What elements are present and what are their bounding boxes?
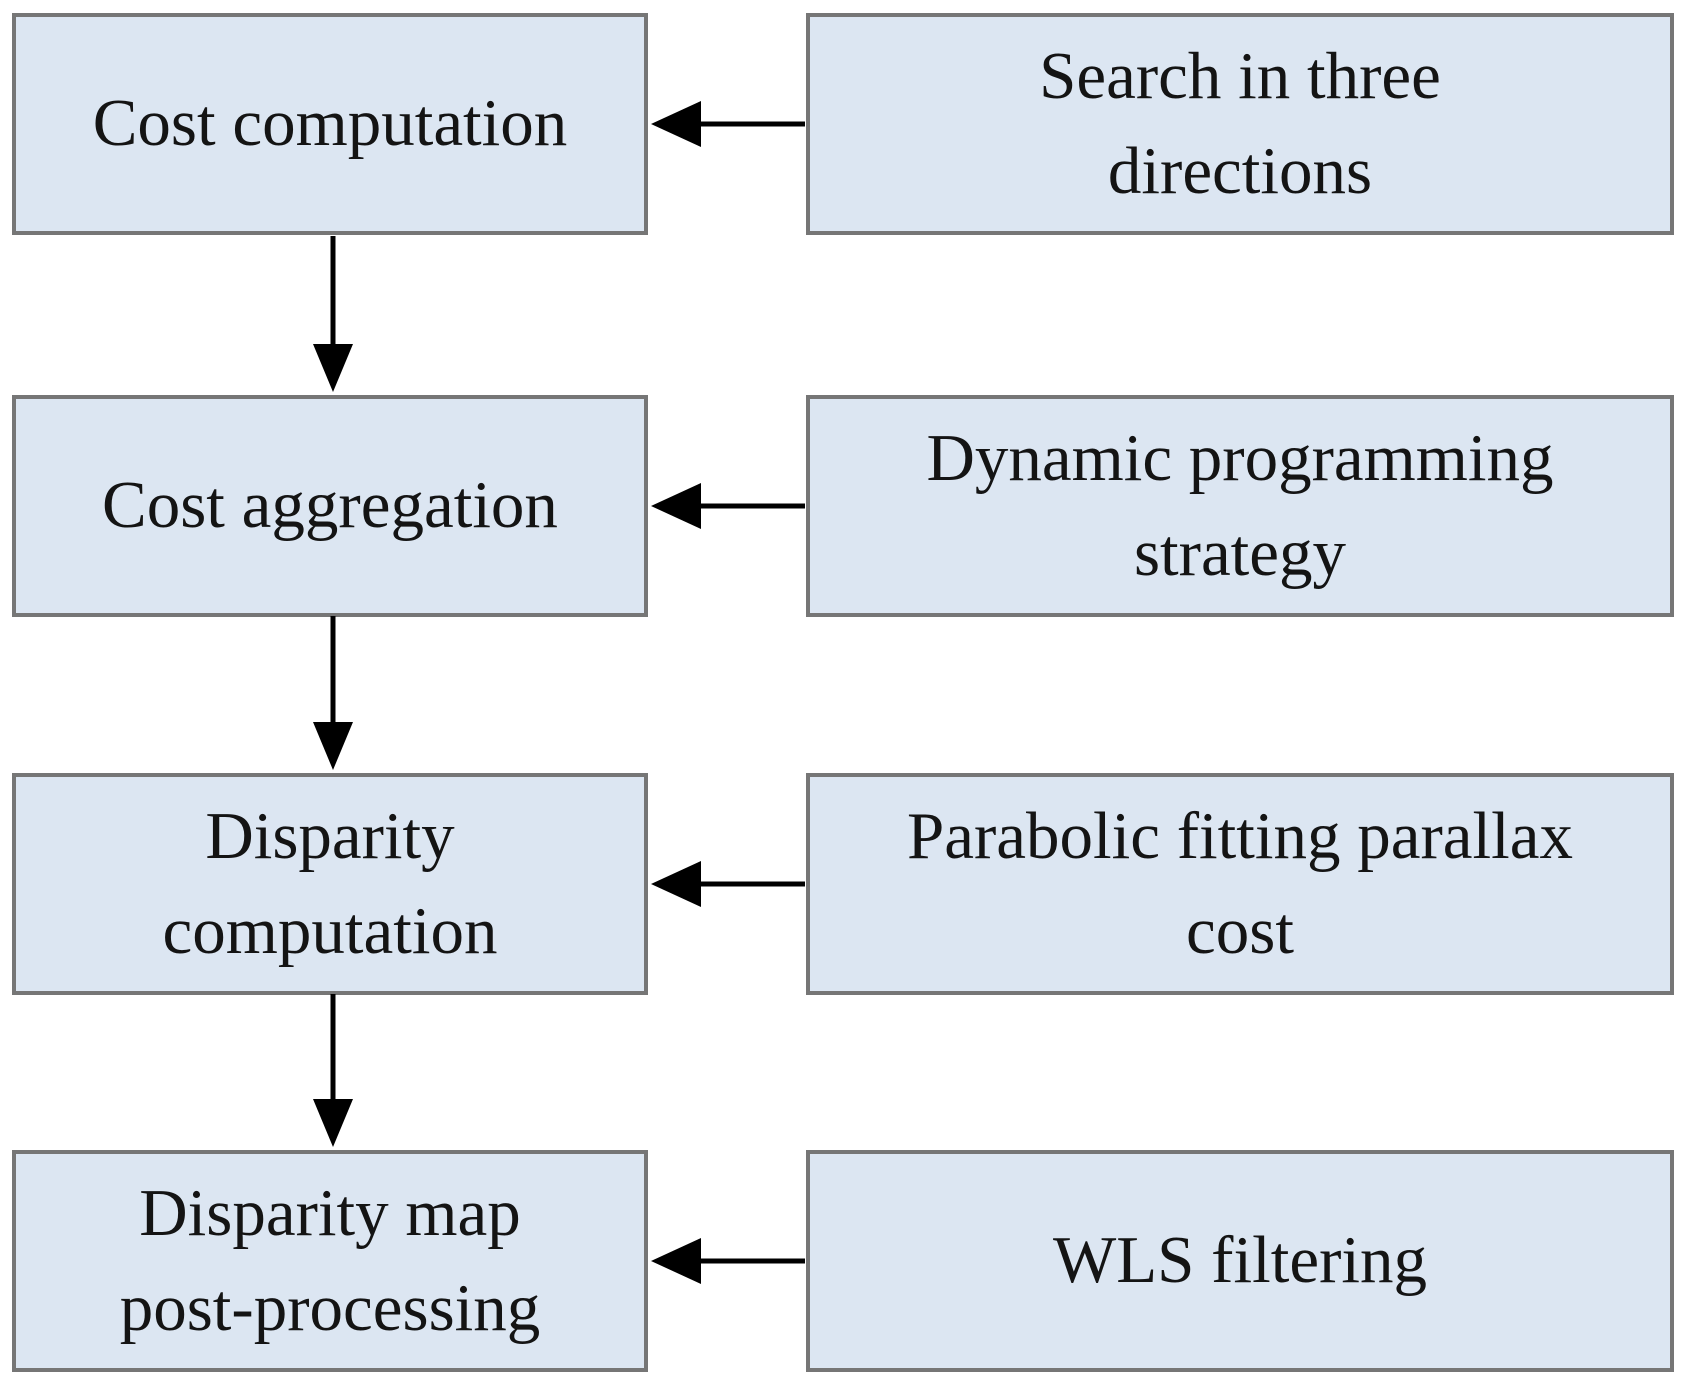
node-disparity-map-post-processing: Disparity map post-processing — [12, 1150, 648, 1372]
node-dynamic-programming-strategy: Dynamic programming strategy — [806, 395, 1674, 617]
node-label: WLS filtering — [1053, 1223, 1427, 1298]
arrow-dynamic-programming-to-cost-aggregation — [651, 483, 805, 529]
arrow-wls-filtering-to-post-processing — [651, 1238, 805, 1284]
arrow-cost-aggregation-to-disparity-computation — [313, 616, 353, 770]
arrow-search-three-directions-to-cost-computation — [651, 101, 805, 147]
node-wls-filtering: WLS filtering — [806, 1150, 1674, 1372]
arrow-parabolic-fitting-to-disparity-computation — [651, 861, 805, 907]
arrow-disparity-computation-to-post-processing — [313, 994, 353, 1147]
node-label: Cost aggregation — [102, 468, 558, 543]
node-label: Disparity computation — [162, 798, 498, 968]
node-label: Dynamic programming strategy — [926, 420, 1554, 590]
arrow-cost-computation-to-cost-aggregation — [313, 236, 353, 392]
node-cost-aggregation: Cost aggregation — [12, 395, 648, 617]
node-cost-computation: Cost computation — [12, 13, 648, 235]
node-label: Disparity map post-processing — [119, 1175, 541, 1345]
node-disparity-computation: Disparity computation — [12, 773, 648, 995]
node-label: Search in three directions — [1039, 38, 1441, 208]
node-search-in-three-directions: Search in three directions — [806, 13, 1674, 235]
node-label: Parabolic fitting parallax cost — [906, 798, 1574, 968]
node-label: Cost computation — [92, 86, 568, 161]
node-parabolic-fitting-parallax-cost: Parabolic fitting parallax cost — [806, 773, 1674, 995]
